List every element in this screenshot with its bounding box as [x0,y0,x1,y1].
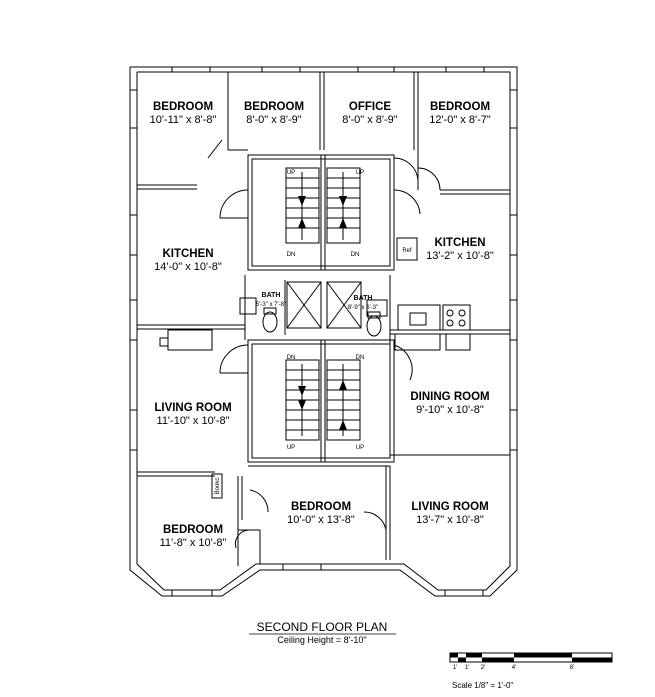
stair-up-label: UP [287,170,295,176]
room-dims: 13'-2" x 10'-8" [426,250,494,262]
room-dims: 8'-0" x 8'-9" [246,114,302,126]
room-name: KITCHEN [434,237,485,249]
room-name: OFFICE [349,101,391,113]
room-dims: 9'-10" x 10'-8" [416,404,484,416]
scale-tick: 1' [465,665,469,671]
sink-icon [409,312,427,326]
ceiling-height: Ceiling Height = 8'-10" [277,635,366,645]
scale-label: Scale 1/8" = 1'-0" [452,681,513,690]
interior-walls [137,72,510,566]
room-name: BEDROOM [430,101,490,113]
room-dims: 10'-0" x 13'-8" [287,514,355,526]
fixtures [159,237,471,499]
stair-arrows [298,196,347,430]
refrigerator-icon [396,237,418,261]
room-dims: 5'-3" x 7'-8" [256,302,286,308]
toilet-right-icon [366,315,382,337]
stair-dn-label: DN [287,355,296,361]
room-labels: BEDROOM 10'-11" x 8'-8" BEDROOM 8'-0" x … [150,101,494,549]
top-windows [171,66,485,73]
stair-up-label: UP [356,445,364,451]
stair-up-label: UP [287,445,295,451]
sink-left-icon [239,297,257,315]
counter-left-icon [167,329,213,351]
room-name: BEDROOM [291,501,351,513]
room-dims: 13'-7" x 10'-8" [416,514,484,526]
room-name: BEDROOM [153,101,213,113]
scale-bar: 1' 1' 2' 4' 8' Scale 1/8" = 1'-0" [449,652,613,690]
door-swings [219,157,441,549]
room-dims: 14'-0" x 10'-8" [154,261,222,273]
room-dims: 11'-10" x 10'-8" [157,415,230,427]
exterior-walls [129,66,518,597]
stair-up-label: UP [356,170,364,176]
room-name: BATH [262,292,281,299]
bookcase-icon [211,473,223,499]
bottom-windows [171,563,484,597]
title-block: SECOND FLOOR PLAN Ceiling Height = 8'-10… [249,620,396,645]
room-name: DINING ROOM [410,391,489,403]
scale-tick: 2' [481,665,485,671]
room-name: BATH [354,295,373,302]
stair-dn-label: DN [351,252,360,258]
bookcase-label: Bookc [215,478,221,495]
upper-stairs [285,167,361,244]
room-dims: 10'-11" x 8'-8" [150,114,217,126]
room-dims: 12'-0" x 8'-7" [429,114,491,126]
annotations: Ref Bookc UP UP DN DN DN DN UP UP [215,170,412,494]
plan-title: SECOND FLOOR PLAN [257,620,388,634]
room-name: KITCHEN [162,248,213,260]
lower-stairs [285,359,361,441]
scale-tick: 1' [453,665,457,671]
stair-dn-label: DN [356,355,365,361]
room-name: BEDROOM [163,524,223,536]
room-name: LIVING ROOM [154,402,231,414]
side-windows [129,89,518,451]
sink-right-icon [366,299,388,317]
room-dims: 8'-0" x 8'-9" [342,114,398,126]
counter-icon [397,304,441,331]
toilet-left-icon [262,311,278,333]
room-name: BEDROOM [244,101,304,113]
stair-dn-label: DN [287,252,296,258]
stove-icon [442,304,471,331]
scale-tick: 8' [570,665,574,671]
room-dims: 11'-8" x 10'-8" [160,537,227,549]
room-dims: 8'-9" x 6'-3" [348,305,378,311]
refrigerator-label: Ref [402,248,412,254]
room-name: LIVING ROOM [411,501,488,513]
scale-tick: 4' [512,665,516,671]
